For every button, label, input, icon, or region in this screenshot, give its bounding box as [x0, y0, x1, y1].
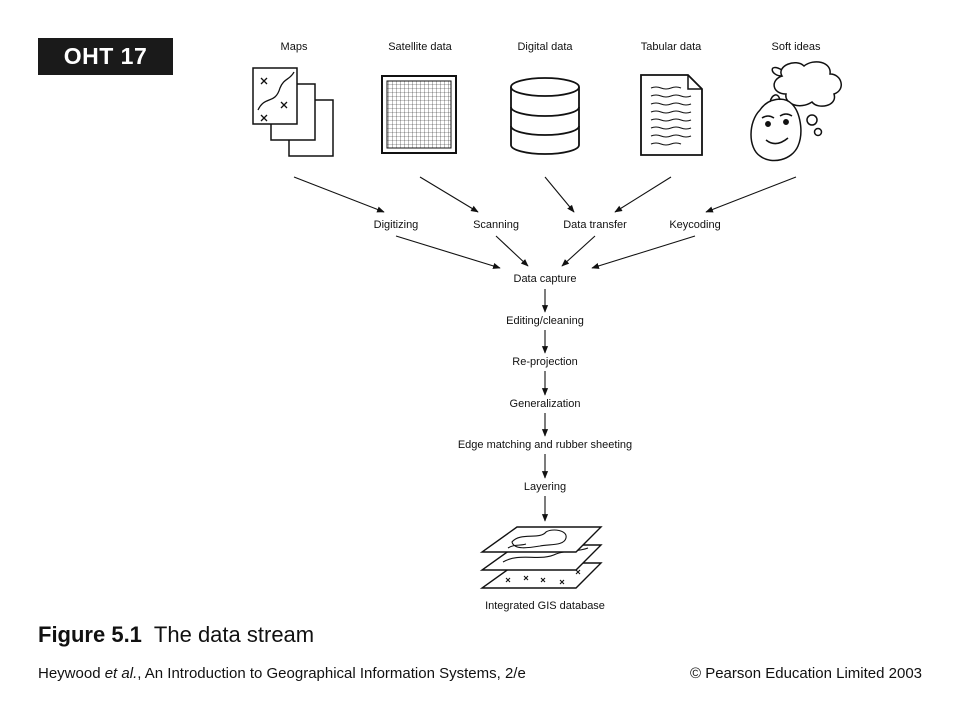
database-cylinder-icon	[510, 77, 580, 155]
source-label-maps: Maps	[281, 41, 308, 53]
stage-label-generalization: Generalization	[510, 398, 581, 410]
gis-layers-icon	[479, 526, 603, 589]
figure-title: The data stream	[153, 622, 315, 647]
maps-icon	[252, 67, 334, 157]
satellite-grid-icon	[381, 75, 457, 154]
stage-label-edge-matching: Edge matching and rubber sheeting	[458, 439, 632, 451]
copyright: © Pearson Education Limited 2003	[689, 665, 922, 682]
slide-badge: OHT 17	[38, 38, 173, 75]
figure-caption: Figure 5.1 The data stream	[38, 622, 314, 648]
citation: Heywood et al., An Introduction to Geogr…	[38, 665, 526, 682]
method-label-digitizing: Digitizing	[374, 219, 419, 231]
source-label-satellite: Satellite data	[388, 41, 452, 53]
method-to-capture-arrows	[395, 235, 696, 269]
source-label-soft-ideas: Soft ideas	[772, 41, 821, 53]
source-label-tabular: Tabular data	[641, 41, 702, 53]
source-label-digital: Digital data	[517, 41, 573, 53]
citation-authors: Heywood	[38, 665, 101, 682]
citation-book: , An Introduction to Geographical Inform…	[137, 665, 526, 682]
method-label-data-transfer: Data transfer	[563, 219, 627, 231]
citation-etal: et al.	[104, 665, 138, 682]
stage-label-layering: Layering	[524, 481, 566, 493]
stage-label-editing-cleaning: Editing/cleaning	[506, 315, 584, 327]
thinking-face-icon	[750, 61, 842, 162]
output-label: Integrated GIS database	[485, 600, 605, 612]
tabular-document-icon	[640, 74, 703, 156]
method-label-keycoding: Keycoding	[669, 219, 720, 231]
stage-label-re-projection: Re-projection	[512, 356, 577, 368]
method-label-scanning: Scanning	[473, 219, 519, 231]
source-to-method-arrows	[293, 176, 797, 213]
figure-number: Figure 5.1	[38, 622, 142, 647]
stage-label-data-capture: Data capture	[514, 273, 577, 285]
